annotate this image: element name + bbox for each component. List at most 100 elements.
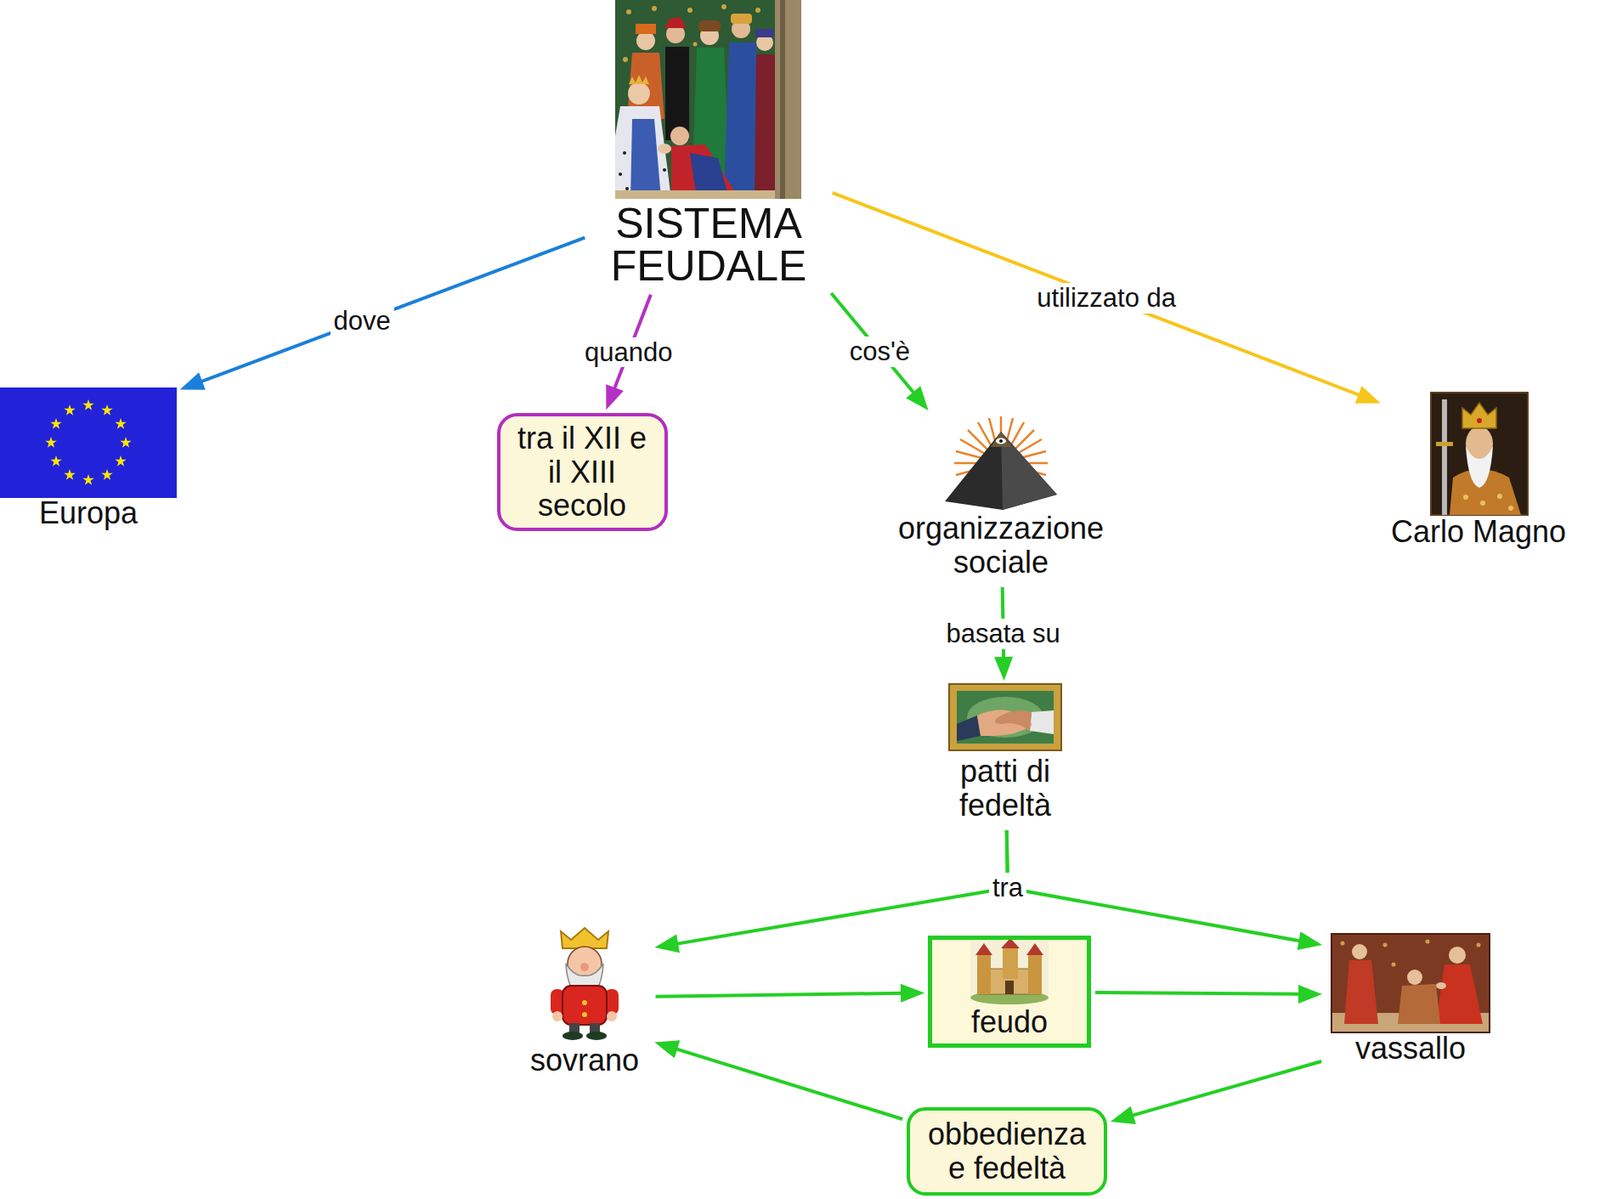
- homage-painting-part-part: [618, 172, 622, 176]
- main-concept: SISTEMA FEUDALE: [588, 0, 829, 291]
- charlemagne-portrait-part-part: [1508, 505, 1514, 511]
- link-label: utilizzato da: [1033, 282, 1180, 314]
- king-cartoon-part: [586, 1031, 607, 1041]
- castle-picture-part: [975, 943, 993, 956]
- arrowhead: [994, 656, 1013, 681]
- king-cartoon: [550, 927, 619, 1041]
- concept-text: sovrano: [530, 1042, 639, 1078]
- europe-flag-part: [119, 436, 131, 448]
- europe-flag-part: [82, 399, 94, 411]
- concept-text: SISTEMA FEUDALE: [593, 202, 824, 288]
- vassal-painting-part: [1448, 946, 1466, 964]
- homage-painting-part: [630, 118, 662, 199]
- homage-painting-part: [627, 82, 651, 105]
- pyramid-icon-part: [990, 431, 1012, 447]
- homage-painting-part: [615, 190, 775, 199]
- europe-flag: [0, 387, 177, 498]
- charlemagne-portrait-part: [1462, 402, 1497, 429]
- connector: [180, 237, 586, 391]
- vassal-painting-part: [1351, 944, 1368, 960]
- homage-painting-part: [628, 74, 650, 85]
- concept-text: Europa: [39, 495, 138, 531]
- concept-text: feudo: [971, 1005, 1048, 1040]
- vassal-painting-part-part: [1340, 941, 1346, 946]
- castle-picture-part: [1026, 943, 1044, 956]
- castle-picture-part: [977, 955, 991, 995]
- charlemagne-portrait-part-part: [1463, 494, 1469, 500]
- europe-flag-part: [101, 404, 113, 416]
- connector-line: [831, 293, 916, 396]
- homage-painting-part: [698, 20, 721, 32]
- europe-flag-part: [114, 418, 126, 430]
- homage-painting-part-part: [651, 5, 657, 12]
- concept-text: tra il XII e il XIII secolo: [512, 421, 653, 523]
- homage-painting-part-part: [626, 9, 632, 15]
- homage-painting-part: [636, 31, 656, 51]
- charlemagne-portrait-part: [1476, 418, 1482, 424]
- europe-flag-part: [50, 455, 62, 467]
- europe-flag-part: [45, 436, 57, 448]
- homage-painting-part-part: [687, 7, 693, 13]
- europe-flag-part: [63, 469, 75, 481]
- vassal-painting-part-part: [1425, 939, 1431, 945]
- homage-painting-part-part: [662, 168, 667, 172]
- link-label: cos'è: [846, 336, 914, 368]
- concept: vassallo: [1325, 933, 1496, 1070]
- handshake-picture-part: [977, 709, 1032, 736]
- europe-flag-part: [114, 455, 126, 467]
- homage-painting-part-part: [625, 186, 629, 191]
- connector-line: [1095, 992, 1304, 995]
- charlemagne-portrait-part: [1436, 441, 1454, 447]
- homage-painting-part-part: [693, 42, 698, 47]
- connector-line: [655, 993, 906, 997]
- pyramid-icon: [944, 416, 1058, 510]
- concept-text: organizzazione sociale: [884, 511, 1119, 579]
- homage-painting-part-part: [755, 7, 761, 13]
- europe-flag-part: [63, 404, 75, 416]
- arrowhead: [654, 934, 680, 954]
- concept-text: vassallo: [1355, 1030, 1466, 1066]
- homage-painting-part: [755, 28, 775, 38]
- homage-painting-part: [774, 0, 802, 199]
- connector: [655, 983, 926, 1003]
- time-box: tra il XII e il XIII secolo: [497, 412, 668, 532]
- connector-line: [197, 237, 586, 384]
- connector: [832, 192, 1381, 404]
- king-cartoon-part: [606, 1011, 617, 1022]
- homage-painting-part-part: [622, 151, 627, 155]
- king-cartoon-part: [582, 1012, 588, 1018]
- homage-painting-part: [664, 16, 687, 29]
- handshake-picture: [949, 684, 1062, 751]
- arrowhead: [1297, 931, 1323, 950]
- connector: [831, 293, 928, 411]
- homage-painting-part: [657, 143, 672, 154]
- vassal-painting-part: [1344, 960, 1379, 1024]
- europe-flag-part: [0, 387, 177, 498]
- charlemagne-portrait: [1430, 392, 1528, 515]
- connector: [654, 830, 1008, 953]
- vassal-painting-part: [1397, 983, 1441, 1024]
- charlemagne-portrait-part-part: [1480, 500, 1486, 506]
- king-cartoon-part: [552, 1011, 563, 1022]
- arrowhead: [605, 384, 624, 410]
- charlemagne-portrait-part: [1441, 399, 1448, 515]
- vassal-painting-part: [1436, 964, 1483, 1024]
- fief-box: feudo: [927, 935, 1092, 1048]
- homage-painting-part: [665, 46, 690, 141]
- link-label: basata su: [942, 618, 1063, 650]
- handshake-picture-part: [1029, 710, 1054, 735]
- concept: Europa: [0, 387, 177, 533]
- king-cartoon-part: [562, 1031, 583, 1041]
- king-cartoon-part: [560, 927, 609, 949]
- homage-painting-part: [670, 126, 690, 146]
- handshake-picture-part: [949, 684, 1062, 751]
- pyramid-icon-part: [944, 431, 1058, 510]
- concept-text: patti di fedeltà: [941, 754, 1069, 822]
- charlemagne-portrait-part: [1463, 493, 1514, 511]
- connector-line: [1128, 1061, 1322, 1117]
- arrowhead: [900, 983, 925, 1003]
- concept: Carlo Magno: [1384, 392, 1574, 554]
- result-box: obbedienza e fedeltà: [906, 1107, 1108, 1196]
